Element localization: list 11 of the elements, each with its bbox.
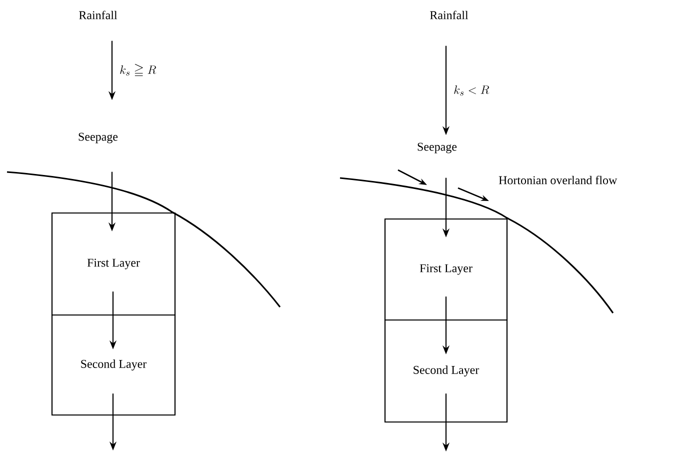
- edge-label: $k_s < R$: [454, 85, 490, 96]
- text-label: Rainfall: [430, 10, 468, 20]
- text-label: Hortonian overland flow: [498, 176, 618, 184]
- soil-layer-box: Second Layer: [384, 319, 508, 423]
- soil-layer-box: Second Layer: [51, 314, 176, 416]
- edge-label: $k_s \geqq R$: [120, 64, 156, 76]
- text-label: Seepage: [78, 132, 118, 144]
- soil-layer-box: First Layer: [51, 212, 176, 316]
- soil-layer-box: First Layer: [384, 218, 508, 321]
- text-label: Seepage: [418, 142, 457, 154]
- text-label: Rainfall: [79, 10, 118, 20]
